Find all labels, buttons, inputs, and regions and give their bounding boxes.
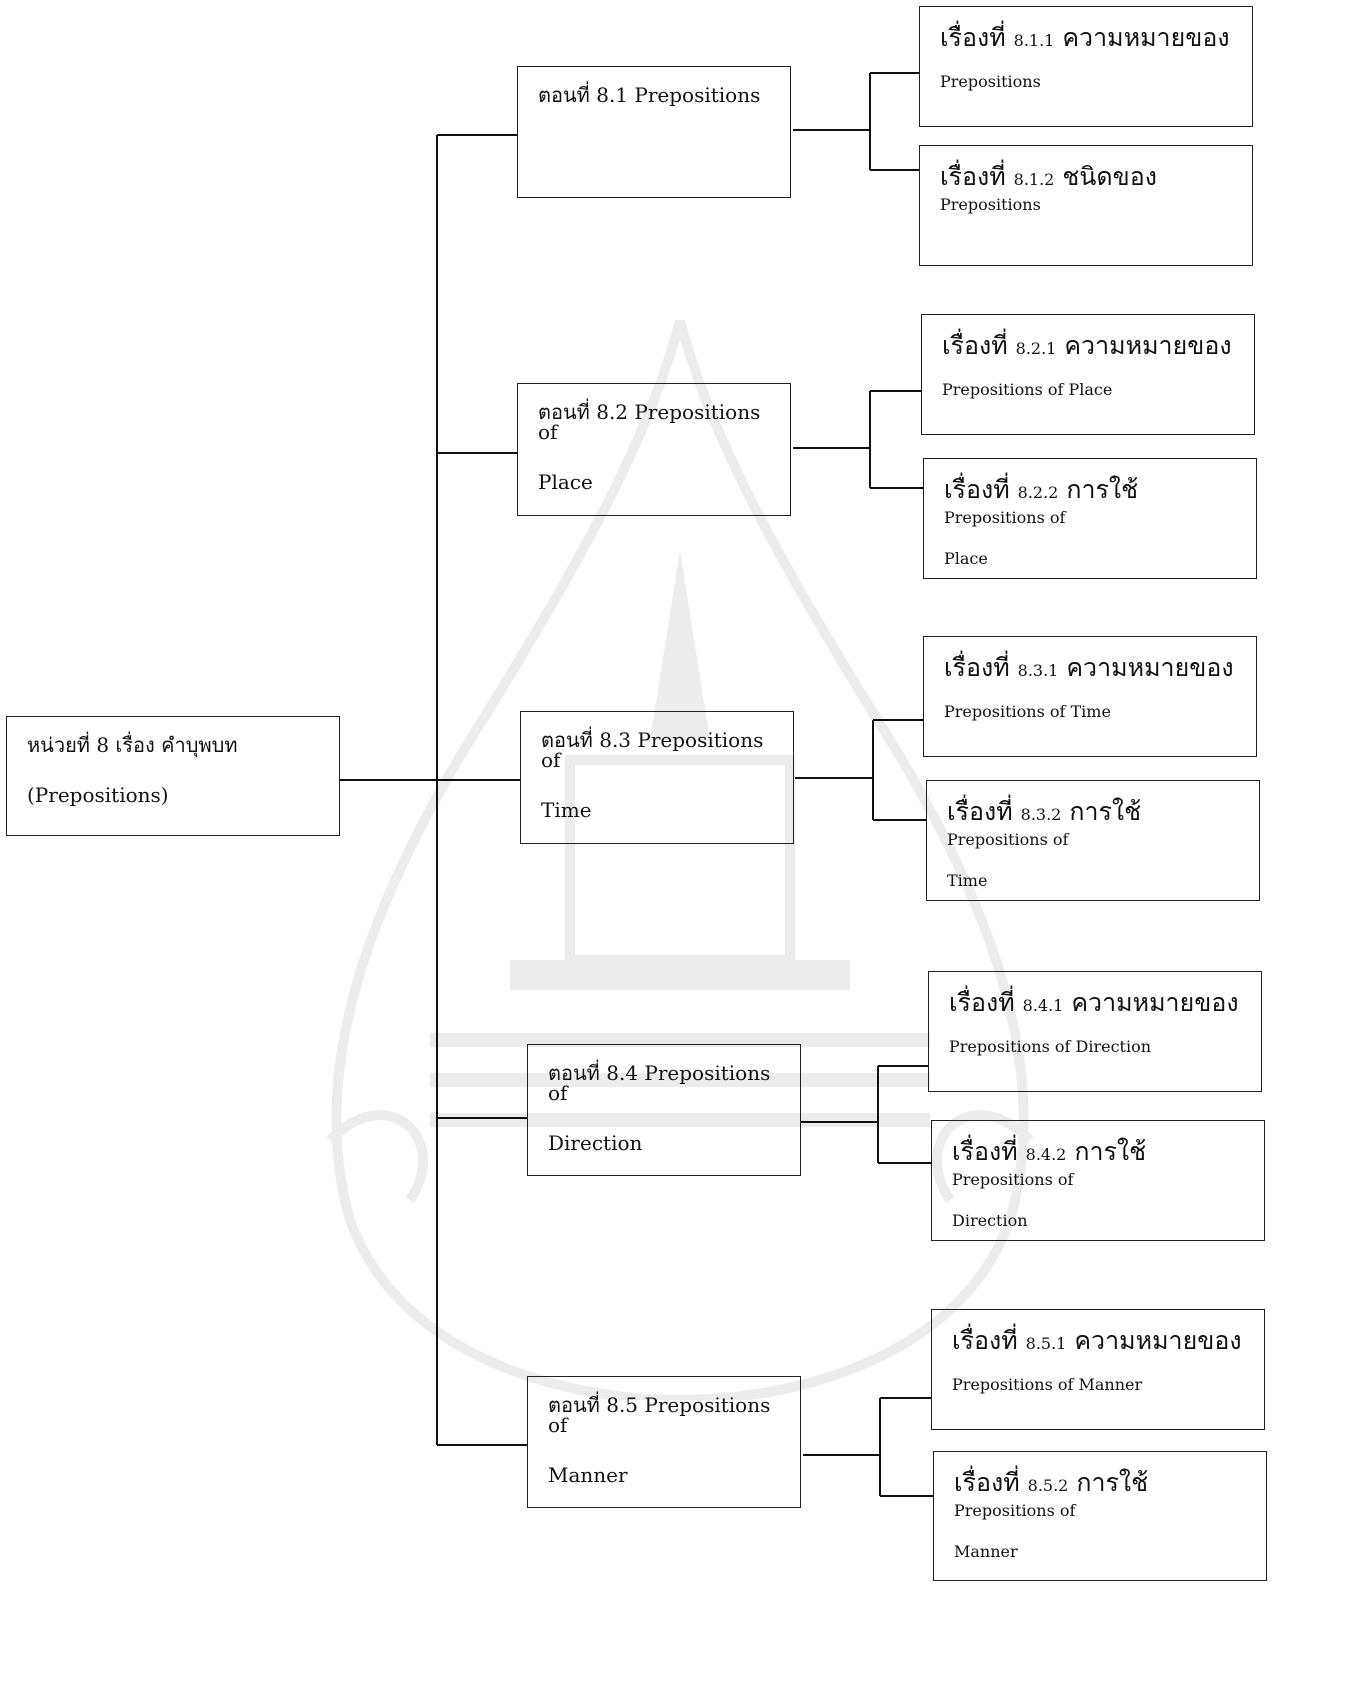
- topic-title-part: เรื่องที่: [954, 1468, 1020, 1497]
- topic-box-8-2-2: เรื่องที่ 8.2.2 การใช้ Prepositions of P…: [923, 458, 1257, 579]
- section-box-8-2: ตอนที่ 8.2 Prepositions of Place: [517, 383, 791, 516]
- topic-title-part: Prepositions: [940, 195, 1041, 214]
- topic-title-part: ชนิดของ: [1062, 162, 1157, 191]
- section-title: ตอนที่ 8.1 Prepositions: [538, 83, 761, 107]
- topic-title: เรื่องที่ 8.4.1 ความหมายของ: [949, 990, 1241, 1015]
- topic-subtitle: Prepositions of Manner: [952, 1375, 1143, 1394]
- topic-title-part: เรื่องที่: [940, 162, 1006, 191]
- section-title: ตอนที่ 8.4 Prepositions of: [548, 1061, 771, 1105]
- topic-title-part: ความหมายของ: [1064, 331, 1232, 360]
- section-box-8-5: ตอนที่ 8.5 Prepositions of Manner: [527, 1376, 801, 1508]
- topic-title-part: การใช้: [1066, 475, 1139, 504]
- topic-title-part: 8.1.1: [1013, 31, 1055, 50]
- topic-title-part: 8.2.2: [1017, 483, 1059, 502]
- topic-title-part: การใช้: [1076, 1468, 1149, 1497]
- topic-title-part: การใช้: [1074, 1137, 1147, 1166]
- topic-title-part: 8.5.1: [1025, 1334, 1067, 1353]
- topic-title-part: การใช้: [1069, 797, 1142, 826]
- section-box-8-4: ตอนที่ 8.4 Prepositions of Direction: [527, 1044, 801, 1176]
- topic-title-part: เรื่องที่: [944, 475, 1010, 504]
- section-title: ตอนที่ 8.5 Prepositions of: [548, 1393, 771, 1437]
- section-box-8-1: ตอนที่ 8.1 Prepositions: [517, 66, 791, 198]
- topic-title-part: เรื่องที่: [952, 1326, 1018, 1355]
- topic-title-part: 8.5.2: [1027, 1476, 1069, 1495]
- topic-subtitle: Prepositions of Place: [942, 380, 1113, 399]
- topic-title: เรื่องที่ 8.1.1 ความหมายของ: [940, 25, 1232, 50]
- topic-subtitle: Time: [947, 871, 988, 890]
- topic-subtitle: Place: [944, 549, 988, 568]
- section-title-cont: Manner: [548, 1463, 628, 1487]
- topic-title-part: ความหมายของ: [1062, 23, 1230, 52]
- section-box-8-3: ตอนที่ 8.3 Prepositions of Time: [520, 711, 794, 844]
- topic-title: เรื่องที่ 8.5.2 การใช้ Prepositions of: [954, 1470, 1246, 1520]
- topic-box-8-3-2: เรื่องที่ 8.3.2 การใช้ Prepositions of T…: [926, 780, 1260, 901]
- topic-title-part: เรื่องที่: [944, 653, 1010, 682]
- topic-title-part: 8.1.2: [1013, 170, 1055, 189]
- topic-title-part: Prepositions of: [944, 508, 1066, 527]
- section-title: ตอนที่ 8.3 Prepositions of: [541, 728, 764, 772]
- topic-title-part: Prepositions of: [952, 1170, 1074, 1189]
- unit-subtitle: (Prepositions): [27, 783, 169, 807]
- topic-title-part: 8.3.1: [1017, 661, 1059, 680]
- topic-subtitle: Manner: [954, 1542, 1018, 1561]
- topic-title-part: เรื่องที่: [952, 1137, 1018, 1166]
- topic-title: เรื่องที่ 8.4.2 การใช้ Prepositions of: [952, 1139, 1244, 1189]
- topic-subtitle: Prepositions of Time: [944, 702, 1111, 721]
- topic-title-part: ความหมายของ: [1066, 653, 1234, 682]
- topic-box-8-4-1: เรื่องที่ 8.4.1 ความหมายของ Prepositions…: [928, 971, 1262, 1092]
- section-title-cont: Direction: [548, 1131, 643, 1155]
- topic-box-8-1-2: เรื่องที่ 8.1.2 ชนิดของ Prepositions: [919, 145, 1253, 266]
- topic-title: เรื่องที่ 8.1.2 ชนิดของ Prepositions: [940, 164, 1232, 214]
- topic-subtitle: Direction: [952, 1211, 1028, 1230]
- unit-title: หน่วยที่ 8 เรื่อง คำบุพบท: [27, 733, 238, 757]
- topic-title: เรื่องที่ 8.3.1 ความหมายของ: [944, 655, 1236, 680]
- topic-title-part: เรื่องที่: [942, 331, 1008, 360]
- topic-title: เรื่องที่ 8.2.2 การใช้ Prepositions of: [944, 477, 1236, 527]
- topic-title: เรื่องที่ 8.2.1 ความหมายของ: [942, 333, 1234, 358]
- section-title-cont: Time: [541, 798, 592, 822]
- topic-title-part: 8.4.1: [1022, 996, 1064, 1015]
- section-title-cont: Place: [538, 470, 593, 494]
- topic-box-8-5-2: เรื่องที่ 8.5.2 การใช้ Prepositions of M…: [933, 1451, 1267, 1581]
- topic-box-8-1-1: เรื่องที่ 8.1.1 ความหมายของ Prepositions: [919, 6, 1253, 127]
- topic-title-part: เรื่องที่: [940, 23, 1006, 52]
- unit-box: หน่วยที่ 8 เรื่อง คำบุพบท (Prepositions): [6, 716, 340, 836]
- topic-box-8-4-2: เรื่องที่ 8.4.2 การใช้ Prepositions of D…: [931, 1120, 1265, 1241]
- topic-box-8-5-1: เรื่องที่ 8.5.1 ความหมายของ Prepositions…: [931, 1309, 1265, 1430]
- topic-title-part: ความหมายของ: [1074, 1326, 1242, 1355]
- topic-title: เรื่องที่ 8.3.2 การใช้ Prepositions of: [947, 799, 1239, 849]
- topic-subtitle: Prepositions: [940, 72, 1041, 91]
- topic-title-part: ความหมายของ: [1071, 988, 1239, 1017]
- topic-title-part: เรื่องที่: [947, 797, 1013, 826]
- topic-title: เรื่องที่ 8.5.1 ความหมายของ: [952, 1328, 1244, 1353]
- topic-box-8-2-1: เรื่องที่ 8.2.1 ความหมายของ Prepositions…: [921, 314, 1255, 435]
- topic-title-part: 8.3.2: [1020, 805, 1062, 824]
- topic-subtitle: Prepositions of Direction: [949, 1037, 1152, 1056]
- topic-title-part: Prepositions of: [947, 830, 1069, 849]
- topic-title-part: Prepositions of: [954, 1501, 1076, 1520]
- topic-title-part: 8.4.2: [1025, 1145, 1067, 1164]
- topic-title-part: 8.2.1: [1015, 339, 1057, 358]
- topic-box-8-3-1: เรื่องที่ 8.3.1 ความหมายของ Prepositions…: [923, 636, 1257, 757]
- section-title: ตอนที่ 8.2 Prepositions of: [538, 400, 761, 444]
- topic-title-part: เรื่องที่: [949, 988, 1015, 1017]
